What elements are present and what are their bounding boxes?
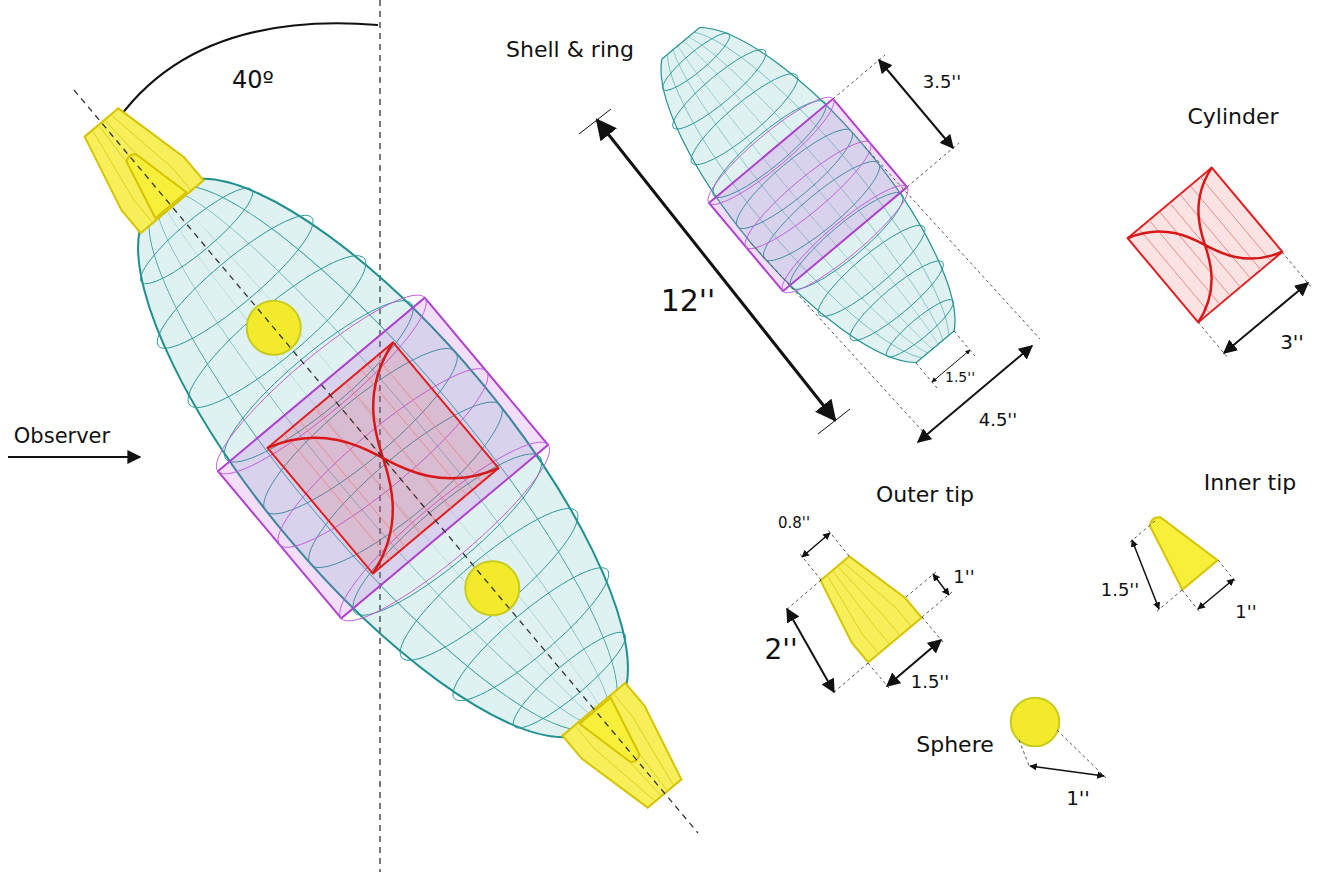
dimension-line xyxy=(1030,766,1104,776)
extension-lines xyxy=(785,530,952,694)
dimension-label: 0.8'' xyxy=(778,515,810,532)
part-name: Outer tip xyxy=(876,483,974,507)
dimension-label: 1'' xyxy=(1066,787,1090,809)
composite-model xyxy=(0,36,768,876)
outer-tip-component xyxy=(808,546,921,662)
dimension-lines xyxy=(579,60,1032,442)
dimension-label: 1.5'' xyxy=(945,370,975,385)
extension-lines xyxy=(751,55,1040,435)
dimension-label: 3'' xyxy=(1280,331,1304,353)
dimension-line xyxy=(1224,283,1308,353)
extension-lines xyxy=(1019,730,1106,778)
part-name: Inner tip xyxy=(1204,471,1297,495)
dimension-label: 2'' xyxy=(764,635,797,666)
inner-tip-component xyxy=(1135,504,1217,590)
dimension-lines xyxy=(1132,540,1234,609)
angle-label: 40º xyxy=(232,67,274,93)
dimension-label: 4.5'' xyxy=(979,410,1018,430)
extension-lines xyxy=(1129,521,1235,612)
sphere-component xyxy=(1011,698,1060,747)
part-name: Shell & ring xyxy=(506,38,634,62)
part-name: Sphere xyxy=(916,733,994,757)
dimension-label: 3.5'' xyxy=(923,72,962,92)
angle-arc xyxy=(112,23,378,128)
symmetry-axis xyxy=(74,90,698,833)
cylinder-component xyxy=(1128,168,1283,323)
observer-label: Observer xyxy=(14,425,110,448)
extension-lines xyxy=(1198,252,1312,358)
shell-ring-component xyxy=(619,0,998,399)
part-name: Cylinder xyxy=(1187,105,1278,129)
dimension-label: 1'' xyxy=(953,567,974,587)
dimension-label: 1.5'' xyxy=(1101,580,1140,600)
dimension-lines xyxy=(787,533,949,692)
dimension-label: 12'' xyxy=(661,284,716,317)
dimension-label: 1.5'' xyxy=(911,672,950,692)
observer-arrow xyxy=(8,456,140,458)
dimension-label: 1'' xyxy=(1235,602,1256,622)
